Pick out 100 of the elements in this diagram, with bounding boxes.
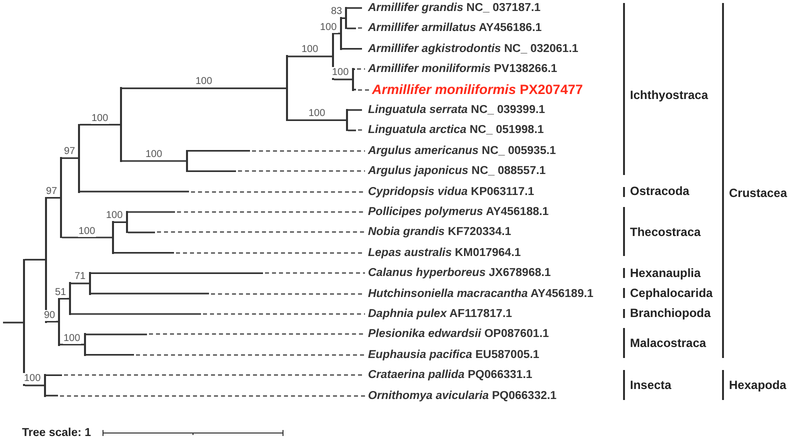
taxon-label: Armillifer agkistrodontis NC_ 032061.1: [368, 42, 578, 56]
clade-label: Thecostraca: [630, 225, 701, 239]
bootstrap-value: 83: [330, 6, 344, 18]
tree-branch: [288, 56, 332, 58]
bootstrap-value: 100: [105, 210, 124, 222]
tree-branch: [334, 78, 352, 80]
bootstrap-value: 90: [43, 310, 56, 321]
tree-branch: [128, 232, 155, 234]
bootstrap-value: 100: [78, 226, 96, 236]
bootstrap-value: 100: [90, 112, 110, 124]
taxon-label: Calanus hyperboreus JX678968.1: [368, 266, 551, 280]
taxon-label: Armillifer armillatus AY456186.1: [368, 21, 542, 36]
tree-branch: [46, 394, 58, 396]
taxon-label: Crataerina pallida PQ066331.1: [368, 368, 532, 382]
tree-branch: [46, 374, 62, 376]
tree-branch: [80, 124, 120, 126]
taxon-label: Nobia grandis KF720334.1: [368, 225, 512, 240]
taxon-label: Daphnia pulex AF117817.1: [368, 307, 512, 321]
tree-node-line: [345, 7, 347, 30]
tree-branch: [86, 334, 147, 336]
taxon-label: Hutchinsoniella macracantha AY456189.1: [368, 286, 594, 301]
tree-node-line: [78, 124, 80, 193]
bootstrap-value: 97: [45, 186, 58, 197]
clade-label: Branchiopoda: [630, 306, 711, 320]
bootstrap-value: 100: [319, 22, 338, 32]
tree-branch: [342, 48, 362, 50]
tree-branch: [122, 88, 286, 90]
tree-branch: [47, 197, 60, 199]
tree-branch: [60, 344, 84, 346]
tree-branch: [91, 292, 209, 294]
tree-branch: [128, 211, 175, 213]
bootstrap-value: 97: [63, 146, 76, 158]
taxon-label: Argulus americanus NC_ 005935.1: [368, 144, 556, 158]
taxon-label: Cypridopsis vidua KP063117.1: [368, 184, 534, 199]
tree-node-line: [112, 221, 114, 254]
tree-branch: [347, 28, 356, 30]
tree-branch: [114, 252, 174, 254]
tree-node-line: [340, 17, 342, 50]
taxon-label: Linguatula serrata NC_ 039399.1: [368, 103, 546, 117]
tree-branch: [334, 32, 340, 34]
bootstrap-value: 100: [23, 373, 42, 384]
tree-branch: [62, 157, 78, 159]
taxon-label: Lepas australis KM017964.1: [368, 246, 521, 260]
tree-branch: [60, 298, 69, 300]
tree-branch: [347, 7, 362, 9]
tree-node-line: [352, 68, 354, 91]
tree-branch: [288, 119, 346, 121]
bootstrap-value: 100: [300, 44, 320, 56]
tree-branch: [25, 384, 44, 386]
tree-node-line: [69, 282, 71, 315]
tree-branch: [91, 272, 263, 274]
bootstrap-value: 100: [331, 67, 350, 78]
taxon-label: Armillifer moniliformis PV138266.1: [368, 62, 558, 76]
tree-node-line: [89, 272, 91, 295]
tree-branch: [114, 221, 126, 223]
tree-branch: [188, 150, 250, 152]
bootstrap-value: 100: [62, 332, 82, 344]
tree-node-line: [286, 55, 288, 122]
taxon-label: Euphausia pacifica EU587005.1: [368, 348, 540, 362]
tree-branch: [348, 130, 356, 132]
clade-label: Hexanauplia: [630, 266, 701, 280]
tree-node-line: [45, 196, 47, 323]
tree-node-line: [84, 333, 86, 356]
bootstrap-value: 100: [144, 149, 164, 160]
taxon-label: Plesionika edwardsii OP087601.1: [368, 327, 549, 342]
taxon-label: Argulus japonicus NC_ 088557.1: [368, 164, 546, 178]
tree-branch: [3, 322, 23, 324]
clade-label: Insecta: [630, 378, 672, 392]
clade-label: Malacostraca: [630, 336, 706, 350]
taxon-label: Ornithomya avicularia PQ066332.1: [368, 388, 557, 403]
tree-branch: [80, 190, 189, 192]
taxon-label: Armillifer grandis NC_ 037187.1: [368, 1, 541, 15]
scale-label: Tree scale: 1: [22, 426, 92, 440]
clade-label: Hexapoda: [729, 378, 786, 392]
tree-branch: [188, 170, 236, 172]
tree-node-line: [120, 87, 122, 162]
bootstrap-value: 100: [194, 76, 214, 88]
clade-label: Ostracoda: [630, 184, 690, 198]
clade-label: Crustacea: [729, 186, 788, 200]
tree-node-line: [346, 109, 348, 132]
tree-node-line: [23, 258, 25, 386]
taxon-label: Armillifer moniliformis PX207477: [372, 82, 583, 98]
tree-branch: [86, 354, 134, 356]
tree-branch: [62, 236, 112, 238]
taxon-label: Pollicipes polymerus AY456188.1: [368, 205, 549, 219]
tree-branch: [348, 109, 362, 111]
tree-branch: [354, 68, 355, 70]
tree-branch: [354, 88, 356, 90]
clade-label: Ichthyostraca: [630, 88, 708, 102]
tree-node-line: [186, 150, 188, 172]
tree-node-line: [44, 374, 46, 397]
tree-branch: [342, 17, 345, 19]
bootstrap-value: 100: [308, 108, 326, 120]
tree-branch: [47, 320, 58, 322]
tree-branch: [71, 313, 201, 315]
clade-label: Cephalocarida: [630, 286, 713, 300]
tree-node-line: [58, 298, 60, 346]
tree-branch: [25, 258, 45, 261]
tree-branch: [122, 160, 186, 162]
tree-branch: [71, 282, 89, 284]
